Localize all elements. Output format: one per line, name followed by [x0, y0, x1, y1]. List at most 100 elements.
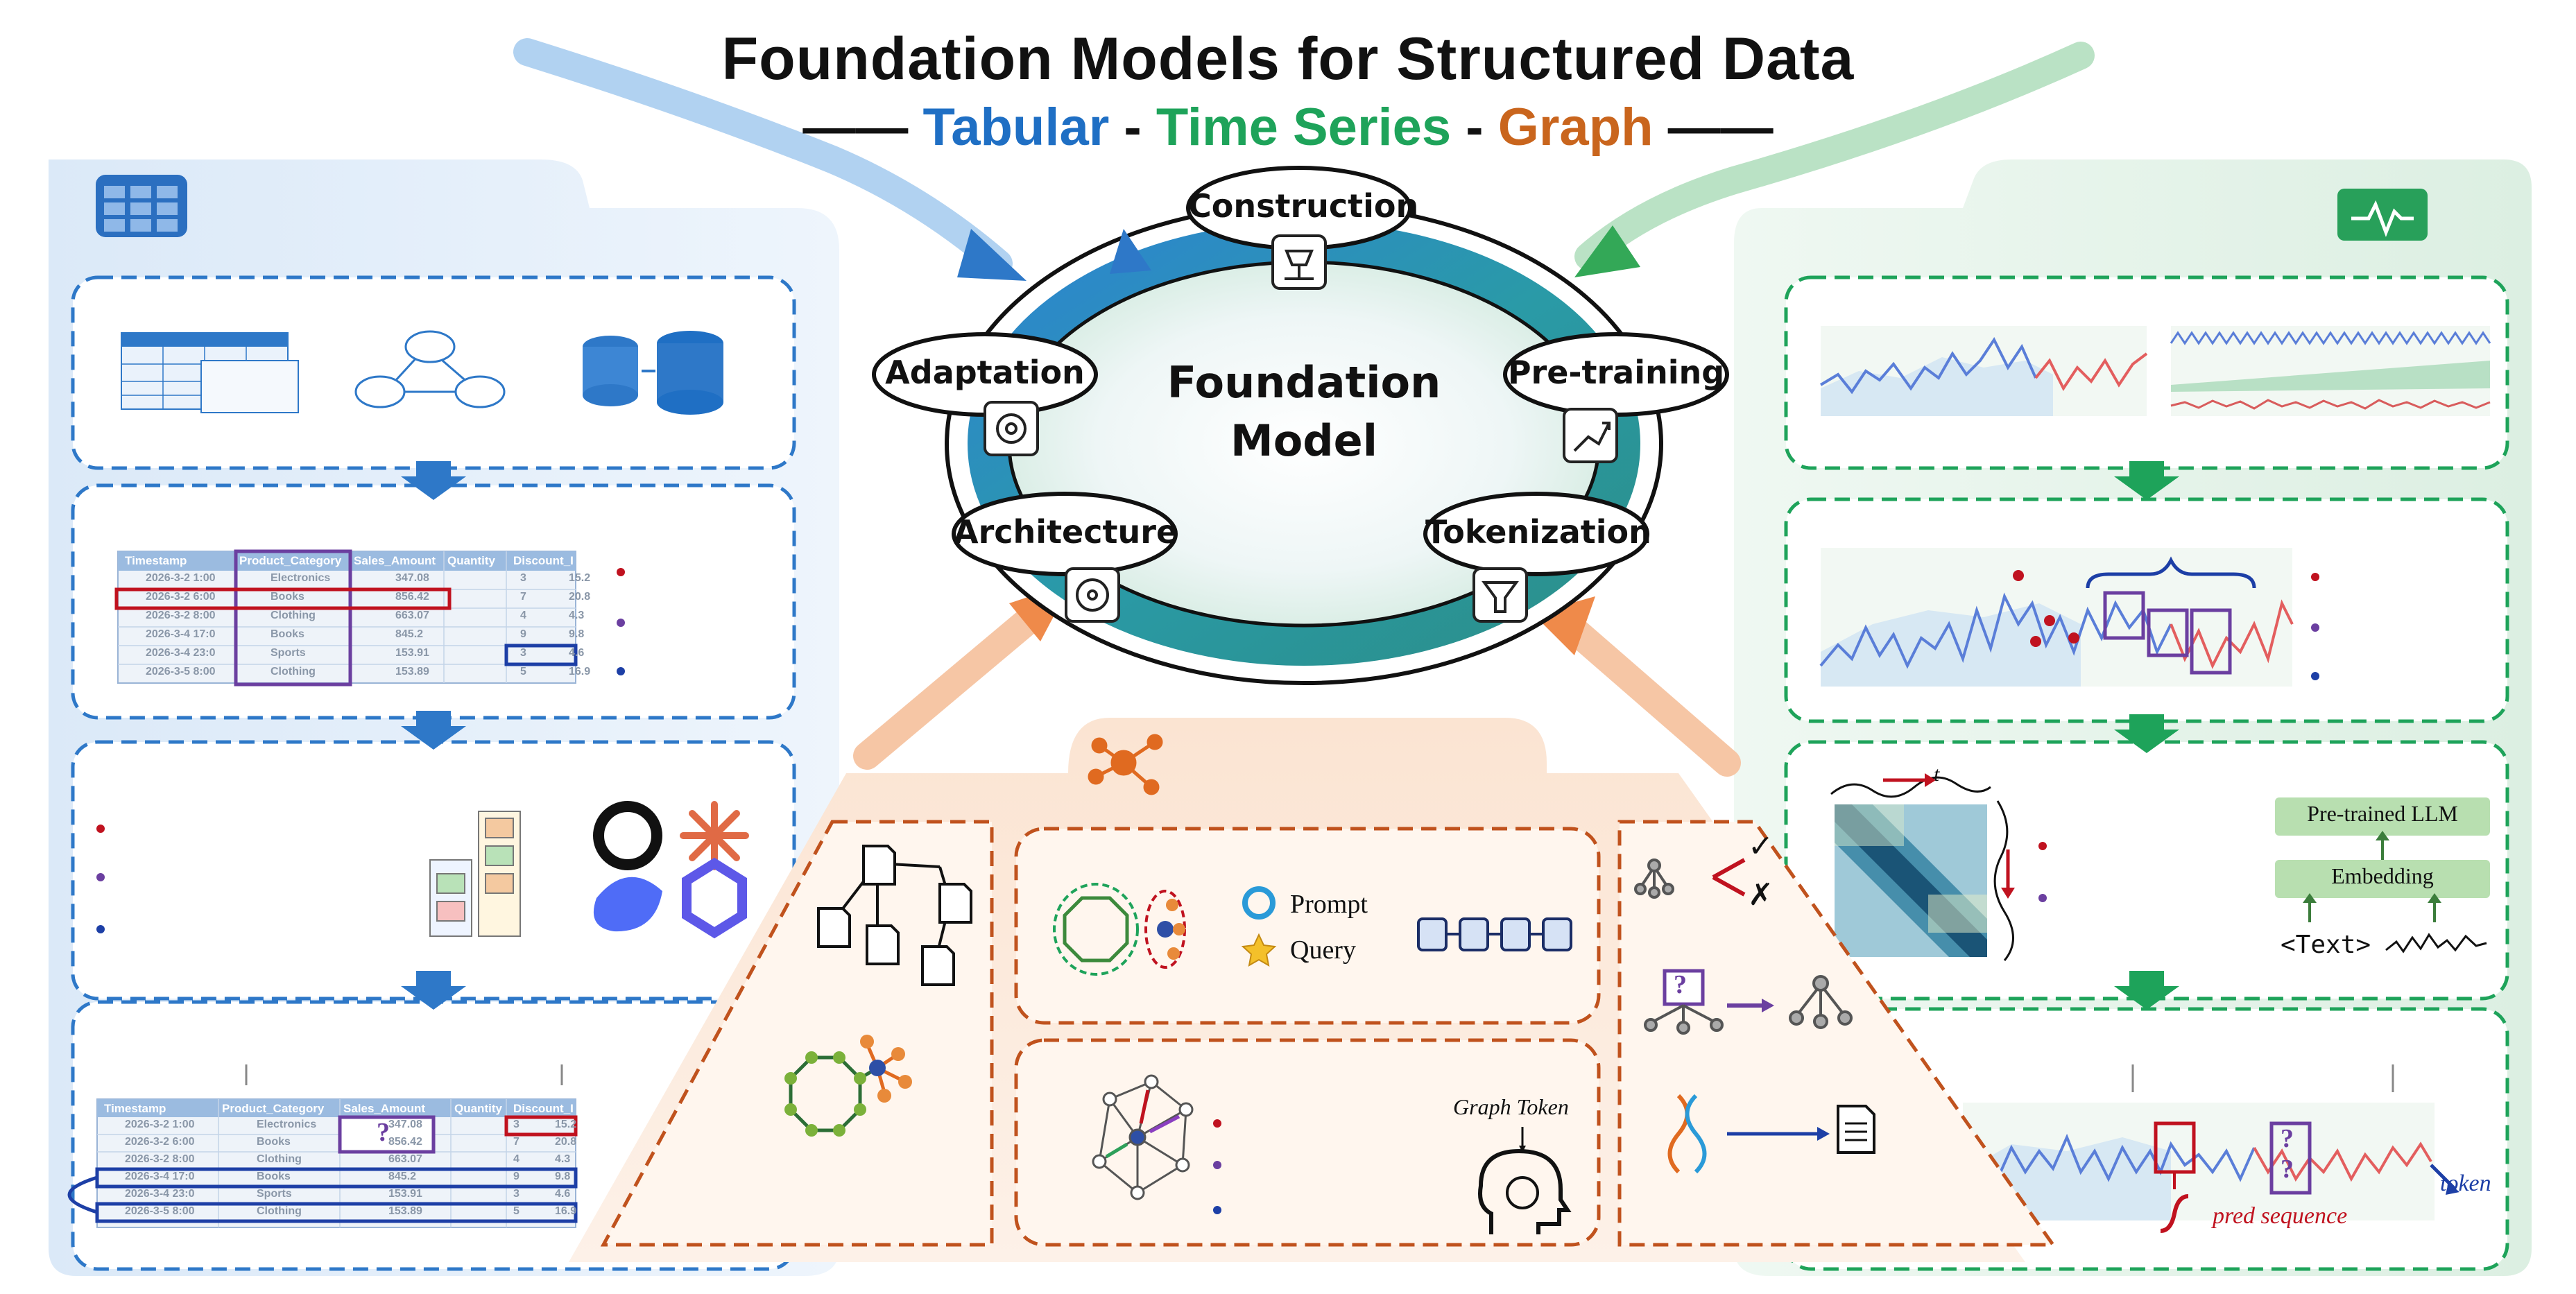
table-cell: 7: [513, 1136, 520, 1148]
table-cell: 3: [513, 1119, 520, 1130]
table-cell: 2026-3-2 8:00: [146, 610, 216, 621]
table-cell: 4.3: [555, 1153, 571, 1165]
bubble-architecture: [952, 492, 1178, 576]
llm-logos: [593, 801, 749, 939]
table-cell: Books: [271, 628, 304, 640]
bubble-tokenization: [1423, 492, 1649, 576]
tabular-table-1: [114, 549, 578, 687]
embedding-label: Embedding: [2331, 863, 2434, 888]
table-cell: Clothing: [257, 1205, 302, 1217]
col-header: Discount_I: [513, 554, 574, 567]
table-cell: 663.07: [395, 610, 429, 621]
subtitle-dash-right: ——: [1667, 98, 1774, 157]
table-cell: 845.2: [395, 628, 424, 640]
mask-symbol: ?: [377, 1118, 390, 1147]
token-label: token: [2440, 1171, 2491, 1196]
subtitle-time-series: Time Series: [1156, 98, 1452, 157]
table-cell: Books: [271, 591, 304, 603]
llm-stack: [2275, 797, 2490, 954]
dna-to-document: [1667, 1094, 1875, 1174]
table-cell: 3: [513, 1188, 520, 1200]
transformer-diagram: [429, 811, 521, 937]
table-cell: Electronics: [257, 1119, 317, 1130]
graph-network-icon: [1088, 734, 1163, 795]
openai-logo: [593, 801, 662, 870]
table-cell: 856.42: [388, 1136, 422, 1148]
tokenization-icon: [1472, 567, 1528, 623]
llm-label: Pre-trained LLM: [2307, 801, 2458, 826]
col-header: Timestamp: [104, 1102, 166, 1115]
query-label: Query: [1290, 935, 1356, 965]
table-cell: 2026-3-4 23:0: [146, 647, 216, 659]
tabular-bullets-2: [96, 825, 105, 933]
col-header: Quantity: [447, 554, 495, 567]
tabular-table-2-header: Timestamp Product_Category Sales_Amount …: [97, 1101, 576, 1117]
message-passing-graph: [1092, 1074, 1194, 1200]
table-cell: 5: [513, 1205, 520, 1217]
table-cell: 9.8: [569, 628, 585, 640]
table-cell: 4.6: [569, 647, 585, 659]
table-cell: 7: [520, 591, 526, 603]
graph-bullets: [1213, 1119, 1221, 1214]
table-cell: 2026-3-4 17:0: [125, 1171, 195, 1182]
table-cell: 4.3: [569, 610, 585, 621]
ts-question-mark-1: ?: [2281, 1124, 2294, 1153]
table-cell: 2026-3-2 6:00: [146, 591, 216, 603]
node-prediction: [1644, 969, 1853, 1035]
table-cell: 153.89: [395, 666, 429, 678]
stage-pre-training: Pre-training: [1507, 354, 1725, 391]
pre-training-icon: [1563, 408, 1618, 463]
col-header: Product_Category: [239, 554, 342, 567]
ts-series-4: [1961, 1103, 2459, 1233]
ts-question-marks: ? ?: [2281, 1123, 2294, 1184]
table-cell: 4: [513, 1153, 520, 1165]
col-header: Product_Category: [222, 1102, 325, 1115]
tabular-bullets-1: [617, 568, 625, 675]
table-cell: 3: [520, 647, 526, 659]
head-brain-icon: [1478, 1127, 1572, 1234]
table-cell: 153.91: [395, 647, 429, 659]
correlation-heatmap: [1830, 773, 2015, 961]
page-title: Foundation Models for Structured Data: [721, 26, 1855, 92]
stage-adaptation: Adaptation: [885, 354, 1085, 391]
table-cell: 15.2: [555, 1119, 577, 1130]
table-cell: 2026-3-4 23:0: [125, 1188, 195, 1200]
tabular-table-2: [67, 1098, 578, 1228]
waveform-icon: [2337, 189, 2428, 241]
table-cell: 663.07: [388, 1153, 422, 1165]
table-cell: 16.9: [569, 666, 591, 678]
multi-table-illustration: [121, 332, 299, 413]
col-header: Timestamp: [125, 554, 187, 567]
table-cell: 153.89: [388, 1205, 422, 1217]
table-cell: 2026-3-2 8:00: [125, 1153, 195, 1165]
text-token-label: <Text>: [2281, 931, 2371, 959]
pred-sequence-label: pred sequence: [2213, 1203, 2348, 1229]
tree-classify: [1634, 858, 1746, 899]
col-header: Quantity: [454, 1102, 502, 1115]
table-cell: 2026-3-2 6:00: [125, 1136, 195, 1148]
subtitle-graph: Graph: [1497, 98, 1654, 157]
input-arrows: [513, 38, 2095, 777]
prompt-graph: [1053, 883, 1277, 976]
subtitle-tabular: Tabular: [922, 98, 1110, 157]
subtitle-dash-left: ——: [802, 98, 909, 157]
ts-series-2: [2170, 326, 2491, 416]
table-cell: 2026-3-2 1:00: [146, 572, 216, 584]
table-cell: 153.91: [388, 1188, 422, 1200]
check-mark: ✓: [1748, 829, 1774, 863]
table-cell: 9.8: [555, 1171, 571, 1182]
ts-question-mark-2: ?: [2281, 1155, 2294, 1184]
er-graph-illustration: [354, 330, 506, 408]
table-cell: 347.08: [388, 1119, 422, 1130]
table-cell: 347.08: [395, 572, 429, 584]
center-label-line1: Foundation: [1167, 357, 1441, 408]
table-cell: Clothing: [257, 1153, 302, 1165]
table-cell: 856.42: [395, 591, 429, 603]
subtitle-sep-2: -: [1466, 98, 1484, 157]
table-cell: 20.8: [555, 1136, 577, 1148]
table-cell: 4.6: [555, 1188, 571, 1200]
table-cell: 845.2: [388, 1171, 417, 1182]
stage-construction: Construction: [1188, 187, 1419, 225]
star-icon: [1241, 933, 1277, 967]
adaptation-icon: [984, 401, 1039, 456]
